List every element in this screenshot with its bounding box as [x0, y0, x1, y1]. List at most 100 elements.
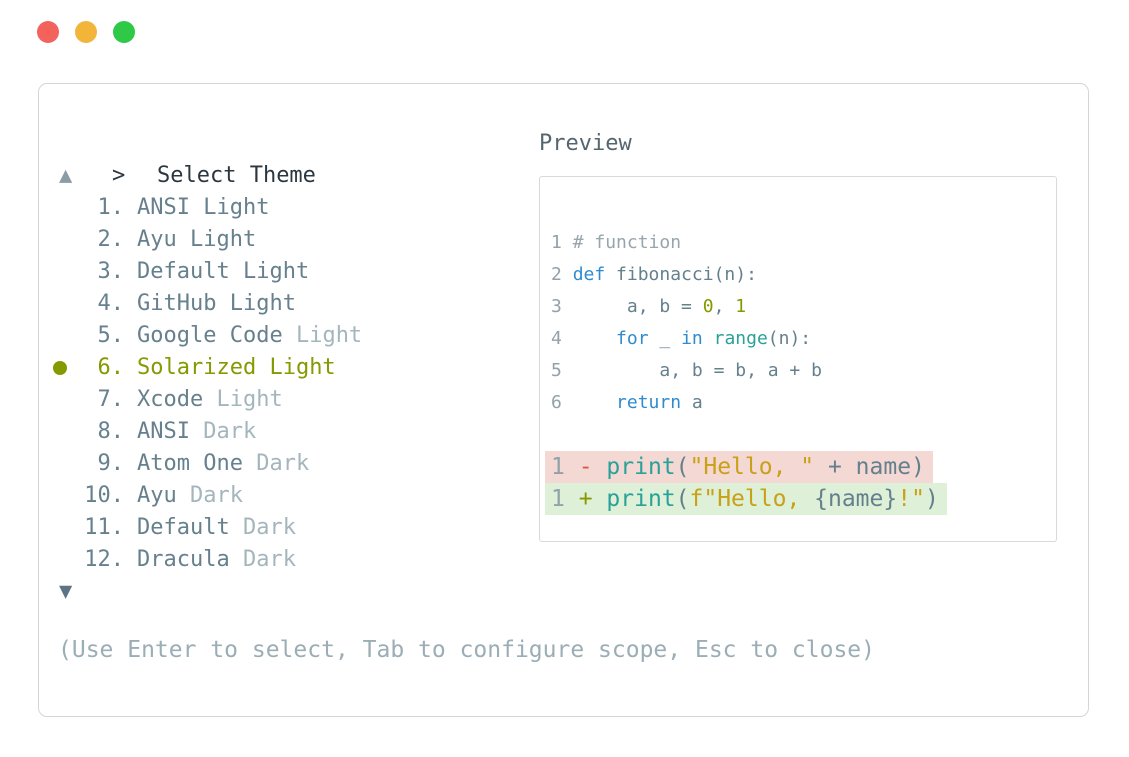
scroll-down-icon[interactable]: ▼ [59, 579, 73, 604]
theme-label: ANSI Light [137, 195, 270, 220]
code-segment-fg [573, 328, 616, 349]
theme-variant: Light [242, 259, 310, 284]
theme-number: 8. [97, 419, 125, 444]
code-segment-fg: ) [924, 486, 939, 512]
theme-label: Ayu Dark [137, 483, 243, 508]
code-segment-cm: # function [572, 232, 682, 253]
code-line: 3 a, b = 0, 1 [551, 291, 1056, 323]
code-segment-ins: + [578, 486, 607, 512]
code-segment-fg: fibonacci(n): [605, 264, 757, 285]
code-segment-ln: 1 [551, 454, 579, 480]
theme-variant: Light [269, 355, 336, 380]
theme-list-item[interactable]: 1. ANSI Light [46, 192, 1088, 224]
code-segment-fg: _ [648, 328, 682, 349]
scroll-up-icon[interactable]: ▲ [59, 163, 73, 188]
code-line: 6 return a [551, 387, 1056, 419]
code-segment-fn: range [713, 328, 768, 349]
code-segment-fg: (n): [767, 328, 812, 349]
code-segment-num: 0 [702, 296, 714, 317]
theme-variant: Dark [242, 515, 296, 540]
code-segment-fn: print [606, 454, 676, 480]
code-segment-fg [703, 328, 714, 349]
code-segment-kw: return [616, 392, 682, 413]
code-segment-ln: 6 [551, 392, 573, 413]
preview-label: Preview [539, 131, 632, 156]
selected-bullet-icon [53, 361, 67, 375]
diff-line-removed: 1 - print("Hello, " + name) [545, 451, 1056, 483]
code-line: 1 # function [551, 227, 1056, 259]
diff-line-background: 1 - print("Hello, " + name) [545, 451, 933, 483]
code-line: 2 def fibonacci(n): [551, 259, 1056, 291]
theme-variant: Dark [256, 451, 310, 476]
code-segment-num: 1 [735, 296, 747, 317]
code-segment-fn: print [606, 486, 676, 512]
theme-label: Ayu Light [137, 227, 257, 252]
code-segment-fg [573, 392, 616, 413]
theme-label: Dracula Dark [137, 547, 296, 572]
code-segment-ln: 5 [551, 360, 573, 381]
theme-number: 9. [97, 451, 125, 476]
diff-line-background: 1 + print(f"Hello, {name}!") [545, 483, 947, 515]
code-segment-kw: for [616, 328, 649, 349]
theme-list-item[interactable]: 3.Default Light [46, 256, 1088, 288]
theme-label: Atom One Dark [137, 451, 310, 476]
code-segment-str: f"Hello, [689, 486, 815, 512]
theme-list-item[interactable]: 12. Dracula Dark [46, 544, 1088, 576]
code-segment-ln: 3 [551, 296, 573, 317]
code-segment-del: - [578, 454, 607, 480]
theme-list-item[interactable]: 11. Default Dark [46, 512, 1088, 544]
theme-label: Default Light [137, 259, 310, 284]
code-segment-fg: {name} [814, 486, 898, 512]
code-segment-fg: ( [675, 454, 690, 480]
diff-line-added: 1 + print(f"Hello, {name}!") [545, 483, 1056, 515]
theme-number: 7. [97, 387, 125, 412]
code-line: 4 for _ in range(n): [551, 323, 1056, 355]
theme-variant: Dark [242, 547, 296, 572]
code-segment-kw: def [572, 264, 606, 285]
code-segment-kw: in [681, 328, 703, 349]
zoom-button[interactable] [113, 21, 135, 43]
theme-number: 6. [97, 355, 125, 380]
theme-number: 12. [84, 547, 124, 572]
theme-variant: Light [203, 195, 270, 220]
code-line [551, 419, 1056, 451]
dialog-header: >Select Theme [59, 128, 1088, 188]
theme-list-item[interactable]: 6. Solarized Light [46, 352, 1088, 384]
theme-list-item[interactable]: 5. Google Code Light [46, 320, 1088, 352]
code-line: 5 a, b = b, a + b [551, 355, 1056, 387]
theme-variant: Dark [189, 483, 243, 508]
code-segment-fg: a, b = [572, 296, 703, 317]
theme-list-item[interactable]: 9. Atom One Dark [46, 448, 1088, 480]
close-button[interactable] [37, 21, 59, 43]
theme-label: Xcode Light [137, 387, 283, 412]
theme-list-item[interactable]: 4. GitHub Light [46, 288, 1088, 320]
theme-label: Solarized Light [137, 355, 336, 380]
code-segment-ln: 1 [551, 232, 573, 253]
minimize-button[interactable] [75, 21, 97, 43]
theme-list-item[interactable]: 8. ANSI Dark [46, 416, 1088, 448]
theme-number: 11. [84, 515, 124, 540]
theme-list-item[interactable]: 10.Ayu Dark [46, 480, 1088, 512]
theme-list-item[interactable]: 2.Ayu Light [46, 224, 1088, 256]
code-segment-ln: 4 [551, 328, 573, 349]
theme-number: 4. [97, 291, 125, 316]
code-segment-str: !" [897, 486, 925, 512]
code-segment-ln: 1 [551, 486, 579, 512]
theme-label: ANSI Dark [137, 419, 257, 444]
keyboard-hint: (Use Enter to select, Tab to configure s… [58, 637, 875, 663]
theme-variant: Dark [203, 419, 257, 444]
theme-list-item[interactable]: 7. Xcode Light [46, 384, 1088, 416]
theme-label: Google Code Light [137, 323, 363, 348]
code-segment-fg: , [713, 296, 736, 317]
theme-number: 5. [97, 323, 125, 348]
code-segment-str: "Hello, " [689, 454, 815, 480]
theme-label: Default Dark [137, 515, 296, 540]
theme-variant: Light [295, 323, 363, 348]
code-segment-fg: a [681, 392, 703, 413]
theme-number: 1. [97, 195, 125, 220]
theme-label: GitHub Light [137, 291, 296, 316]
